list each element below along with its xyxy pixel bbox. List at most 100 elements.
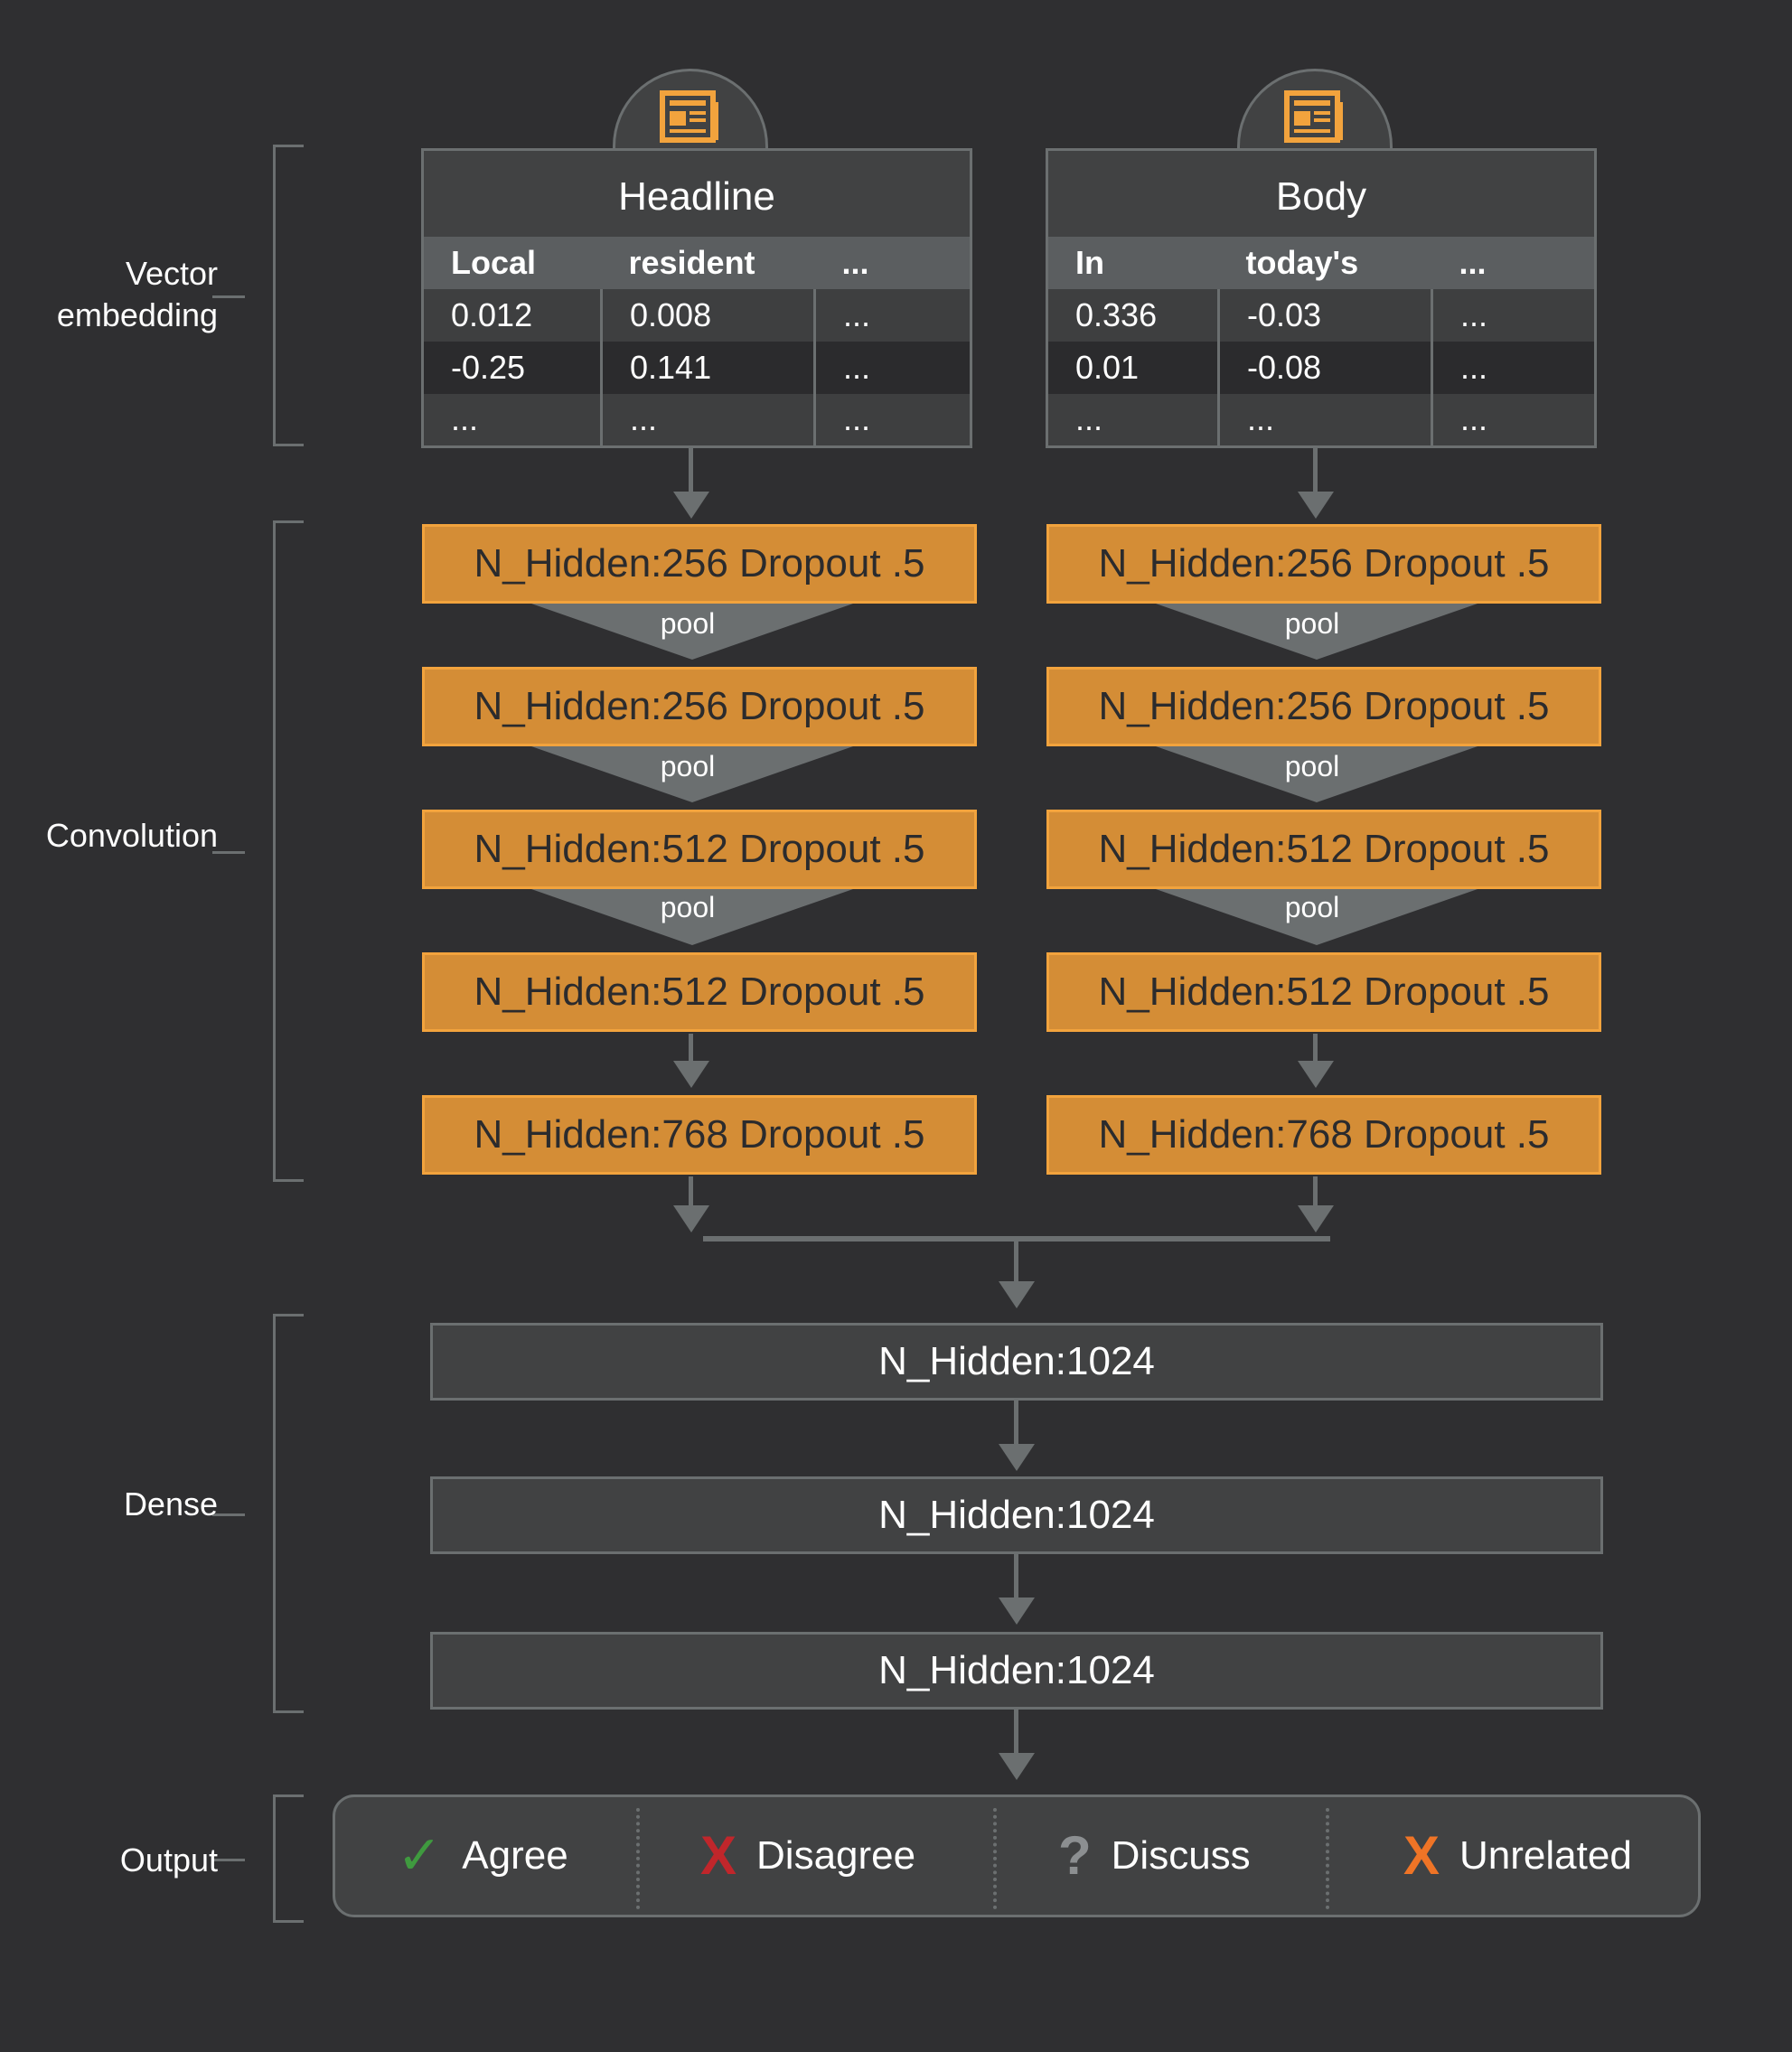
table-row: -0.25 0.141 ... xyxy=(422,342,971,394)
table-cell: 0.012 xyxy=(422,289,603,342)
output-label: Unrelated xyxy=(1459,1833,1632,1878)
bracket-vector-embedding xyxy=(212,145,304,446)
arrow-line xyxy=(1014,1710,1018,1753)
newspaper-icon xyxy=(1284,90,1343,143)
dense-layer-3: N_Hidden:1024 xyxy=(430,1632,1603,1710)
bracket-output xyxy=(212,1794,304,1923)
pool-connector xyxy=(1156,604,1478,660)
conv-layer-4-right: N_Hidden:512 Dropout .5 xyxy=(1046,952,1601,1032)
arrow-line xyxy=(689,448,693,493)
output-unrelated: X Unrelated xyxy=(1403,1797,1632,1915)
table-row: 0.012 0.008 ... xyxy=(422,289,971,342)
arrow-head xyxy=(999,1444,1035,1471)
icon-dome xyxy=(613,69,768,148)
merge-line xyxy=(703,1236,1330,1242)
dense-layer-2: N_Hidden:1024 xyxy=(430,1476,1603,1554)
arrow-head xyxy=(1298,1205,1334,1232)
arrow-line xyxy=(689,1034,693,1063)
conv-layer-3-right: N_Hidden:512 Dropout .5 xyxy=(1046,810,1601,889)
output-label: Discuss xyxy=(1111,1833,1251,1878)
pool-connector xyxy=(1156,746,1478,802)
table-cell: ... xyxy=(814,342,971,394)
table-header-row: In today's ... xyxy=(1046,237,1596,289)
arrow-head xyxy=(673,492,709,519)
pool-connector xyxy=(531,604,853,660)
pool-label: pool xyxy=(660,891,716,923)
table-header-cell: ... xyxy=(814,237,971,289)
bracket-convolution xyxy=(212,520,304,1182)
dense-layer-1: N_Hidden:1024 xyxy=(430,1323,1603,1401)
pool-label: pool xyxy=(1284,891,1340,923)
arrow-head xyxy=(1298,492,1334,519)
section-label-convolution: Convolution xyxy=(45,817,218,854)
table-header-cell: Local xyxy=(422,237,602,289)
arrow-line xyxy=(1014,1240,1018,1281)
conv-layer-3-left: N_Hidden:512 Dropout .5 xyxy=(422,810,977,889)
question-icon: ? xyxy=(1058,1825,1092,1886)
embedding-table: Local resident ... 0.012 0.008 ... -0.25… xyxy=(421,237,972,448)
table-cell: ... xyxy=(1218,394,1433,446)
table-cell: ... xyxy=(422,394,603,446)
conv-layer-2-left: N_Hidden:256 Dropout .5 xyxy=(422,667,977,746)
section-label-output: Output xyxy=(119,1841,218,1879)
table-header-cell: In xyxy=(1046,237,1219,289)
output-disagree: X Disagree xyxy=(700,1797,915,1915)
arrow-line xyxy=(1313,1034,1318,1063)
output-label: Disagree xyxy=(756,1833,916,1878)
table-cell: ... xyxy=(601,394,816,446)
section-label-dense: Dense xyxy=(123,1485,218,1523)
table-cell: 0.336 xyxy=(1046,289,1220,342)
input-title: Headline xyxy=(618,174,775,219)
output-separator xyxy=(1326,1808,1329,1909)
arrow-head xyxy=(999,1753,1035,1780)
table-cell: ... xyxy=(1431,394,1596,446)
table-cell: -0.25 xyxy=(422,342,603,394)
section-label-vector-embedding: Vector embedding xyxy=(56,255,218,333)
arrow-head xyxy=(999,1281,1035,1308)
table-header-row: Local resident ... xyxy=(422,237,971,289)
table-header-cell: resident xyxy=(601,237,815,289)
x-icon: X xyxy=(1403,1825,1440,1886)
arrow-line xyxy=(1014,1401,1018,1444)
output-panel: ✓ Agree X Disagree ? Discuss X Unrelated xyxy=(333,1794,1701,1917)
table-cell: ... xyxy=(1431,289,1596,342)
arrow-head xyxy=(999,1598,1035,1625)
table-header-cell: ... xyxy=(1431,237,1596,289)
bracket-dense xyxy=(212,1314,304,1713)
table-cell: 0.141 xyxy=(601,342,816,394)
pool-label: pool xyxy=(1284,607,1340,640)
table-row: ... ... ... xyxy=(422,394,971,446)
pool-label: pool xyxy=(660,750,716,782)
table-cell: ... xyxy=(814,394,971,446)
table-row: 0.336 -0.03 ... xyxy=(1046,289,1596,342)
table-cell: ... xyxy=(1431,342,1596,394)
conv-layer-4-left: N_Hidden:512 Dropout .5 xyxy=(422,952,977,1032)
table-row: 0.01 -0.08 ... xyxy=(1046,342,1596,394)
conv-layer-5-left: N_Hidden:768 Dropout .5 xyxy=(422,1095,977,1175)
input-header: Body xyxy=(1046,148,1597,237)
conv-layer-1-left: N_Hidden:256 Dropout .5 xyxy=(422,524,977,604)
table-cell: ... xyxy=(1046,394,1220,446)
conv-layer-1-right: N_Hidden:256 Dropout .5 xyxy=(1046,524,1601,604)
input-header: Headline xyxy=(421,148,972,237)
output-discuss: ? Discuss xyxy=(1058,1797,1251,1915)
pool-connector xyxy=(531,889,853,945)
arrow-line xyxy=(1313,1176,1318,1205)
conv-layer-2-right: N_Hidden:256 Dropout .5 xyxy=(1046,667,1601,746)
input-title: Body xyxy=(1275,174,1367,219)
table-cell: ... xyxy=(814,289,971,342)
arrow-head xyxy=(1298,1061,1334,1088)
table-cell: 0.008 xyxy=(601,289,816,342)
output-label: Agree xyxy=(462,1833,568,1878)
table-cell: -0.08 xyxy=(1218,342,1433,394)
output-separator xyxy=(636,1808,640,1909)
conv-layer-5-right: N_Hidden:768 Dropout .5 xyxy=(1046,1095,1601,1175)
pool-label: pool xyxy=(660,607,716,640)
arrow-line xyxy=(689,1176,693,1205)
embedding-table: In today's ... 0.336 -0.03 ... 0.01 -0.0… xyxy=(1046,237,1597,448)
pool-label: pool xyxy=(1284,750,1340,782)
output-agree: ✓ Agree xyxy=(397,1797,568,1915)
table-cell: 0.01 xyxy=(1046,342,1220,394)
table-header-cell: today's xyxy=(1218,237,1432,289)
pool-connector xyxy=(531,746,853,802)
